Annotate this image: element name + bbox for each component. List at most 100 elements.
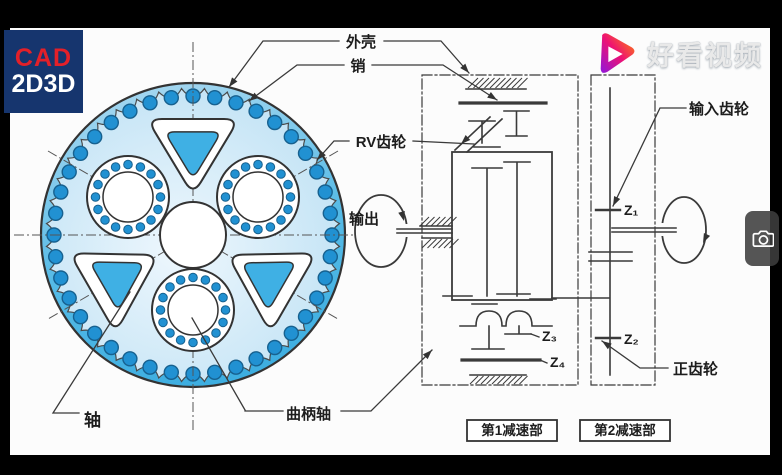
arrowhead: [461, 135, 471, 144]
label-spur-gear: 正齿轮: [673, 360, 718, 378]
input-shaft: [611, 227, 677, 233]
play-triangle-icon: [600, 33, 635, 73]
bearing-roller: [220, 192, 231, 202]
label-pin: 销: [350, 57, 365, 75]
pin-dot: [297, 145, 314, 162]
pin-dot: [283, 128, 299, 145]
shaft-hole: [151, 118, 235, 190]
gear-teeth-marks: [594, 208, 622, 340]
arrowhead: [613, 195, 621, 206]
pin-dot: [309, 290, 325, 306]
label-z4: Z₄: [550, 354, 565, 370]
bearing-roller: [276, 215, 286, 225]
platform-watermark: 好看视频: [592, 30, 763, 77]
bearing-roller: [123, 224, 133, 235]
bearing-roller: [100, 169, 110, 179]
stage1-boundary: [421, 74, 579, 386]
bearing-roller: [93, 179, 103, 190]
pin-dot: [61, 290, 77, 306]
bearing-roller: [188, 337, 198, 348]
channel-watermark-line2: 2D3D: [11, 69, 76, 98]
pin-dot: [317, 184, 333, 200]
stage-title-boxes: 第1减速部 第2减速部: [466, 419, 671, 442]
pin-dot: [122, 351, 138, 367]
pin-dot: [248, 351, 264, 367]
pin-dot: [103, 114, 120, 131]
bearing-roller: [220, 305, 231, 315]
arrowhead: [487, 91, 497, 100]
bearing-roller: [153, 204, 163, 215]
bearing-roller: [211, 282, 221, 292]
bearing-roller: [240, 222, 251, 232]
label-input-gear: 输入齿轮: [689, 100, 749, 118]
camera-button[interactable]: [745, 211, 779, 266]
pin-dot: [86, 128, 103, 145]
pin-dot: [142, 359, 158, 375]
bearing-roller: [200, 275, 211, 285]
bearing-roller: [218, 317, 228, 328]
pin-dot: [322, 249, 338, 265]
bearing-roller: [265, 162, 276, 172]
pin-dot: [142, 95, 158, 111]
bearing-roller: [276, 169, 286, 179]
shaft-hole: [73, 252, 155, 328]
bearing-roller: [230, 169, 240, 179]
bearing-roller: [110, 222, 121, 232]
stage1-title: 第1减速部: [481, 422, 543, 438]
bearing-roller: [283, 179, 293, 190]
pin-dot: [103, 339, 120, 356]
pin-dot: [61, 164, 77, 180]
bearing-roller: [155, 305, 166, 315]
arrowhead: [602, 341, 612, 350]
bearing-roller: [240, 162, 251, 172]
bearing-roller: [165, 328, 175, 338]
bearing-roller: [110, 162, 121, 172]
arrowhead: [398, 210, 405, 221]
bearing-roller: [123, 159, 133, 170]
bearing-roller: [188, 272, 198, 283]
pin-dot: [283, 325, 299, 341]
cycloid-gear-holes: [73, 118, 313, 352]
bearing-roller: [223, 204, 233, 215]
crank-bearing: [216, 155, 300, 239]
bearing-roller: [175, 335, 186, 345]
pin-dot: [267, 114, 283, 131]
pin-dot: [228, 359, 244, 375]
pin-dot: [53, 184, 69, 200]
pin-dot: [72, 145, 89, 162]
bearing-roller: [285, 192, 296, 202]
label-shaft: 轴: [84, 410, 101, 430]
bearing-roller: [165, 282, 175, 292]
bearing-roller: [135, 162, 146, 172]
center-hole: [159, 201, 227, 269]
pin-dot: [53, 270, 69, 286]
arrowhead: [460, 63, 469, 73]
bearing-roller: [283, 204, 293, 215]
pin-dot: [206, 89, 223, 106]
bearing-roller: [223, 179, 233, 190]
bearing-roller: [211, 328, 221, 338]
pin-dot: [309, 164, 325, 180]
pin-dot: [228, 95, 244, 111]
stage2-title-box: [579, 419, 671, 442]
bearing-roller: [155, 192, 166, 202]
bearing-roller: [100, 215, 110, 225]
crank-bearing: [86, 155, 170, 239]
stage2-boundary: [590, 74, 656, 386]
bearing-roller: [135, 222, 146, 232]
fixed-ground-hatching: [419, 77, 528, 385]
pin-dot: [122, 103, 138, 119]
channel-watermark-line1: CAD: [14, 44, 73, 72]
arrowhead: [422, 350, 432, 360]
camera-icon: [752, 230, 774, 248]
pin-dot: [163, 364, 180, 380]
bearing-roller: [93, 204, 103, 215]
leader-lines: [51, 40, 687, 414]
stage2-title: 第2减速部: [594, 422, 656, 438]
arrowhead: [249, 92, 259, 101]
label-crank-shaft: 曲柄轴: [286, 405, 331, 423]
pin-dot: [267, 339, 283, 356]
pin-dot: [163, 89, 180, 106]
